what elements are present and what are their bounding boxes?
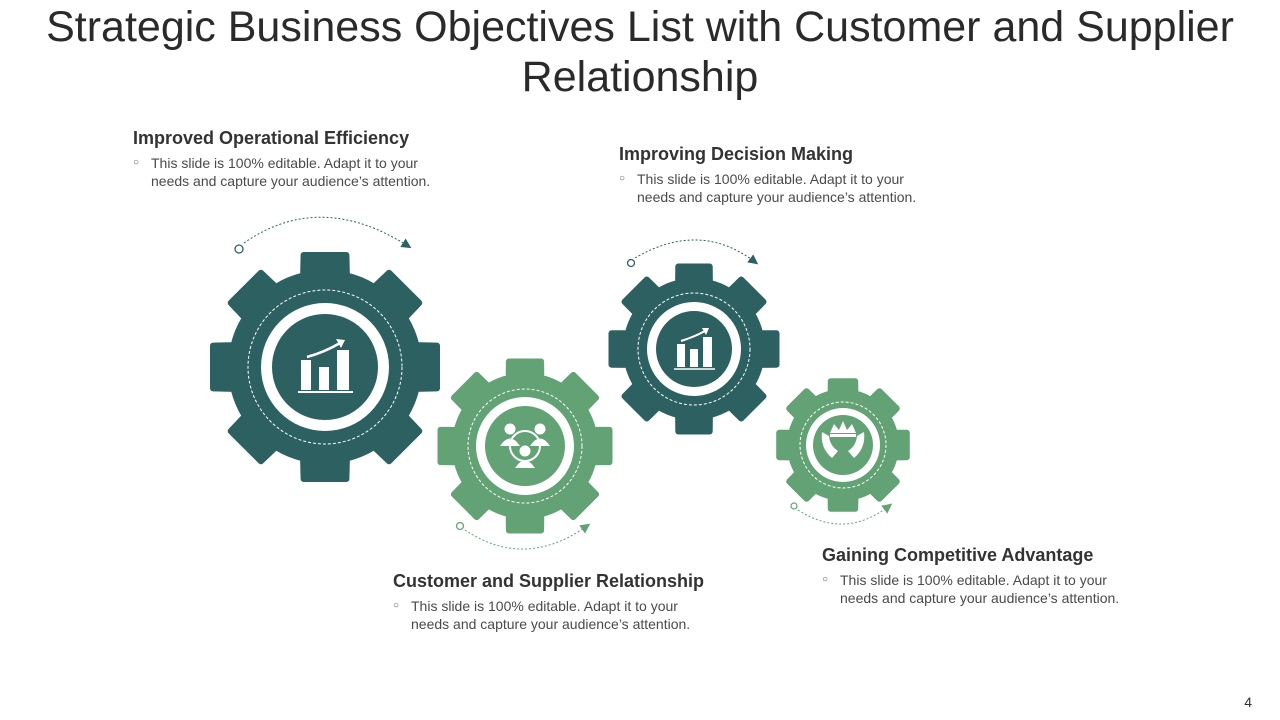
objective-block-2: Customer and Supplier Relationship ○ This… [393,570,711,633]
bullet-icon: ○ [393,600,400,611]
gear-icon [210,252,440,482]
rotation-arrow [234,216,412,254]
bar-chart-growth-icon [298,339,353,393]
hands-crown-icon [821,421,865,458]
gear-icon [437,358,613,534]
objective-heading: Customer and Supplier Relationship [393,571,705,591]
slide-title: Strategic Business Objectives List with … [46,3,1234,101]
people-network-icon [500,423,550,468]
objective-text: This slide is 100% editable. Adapt it to… [840,572,1120,606]
rotation-arrow [790,502,893,525]
gear-icon [608,263,780,435]
objective-block-4: Gaining Competitive Advantage ○ This slid… [822,544,1140,607]
objective-text: This slide is 100% editable. Adapt it to… [151,155,431,189]
rotation-arrow [626,239,759,268]
objective-text: This slide is 100% editable. Adapt it to… [411,598,691,632]
objective-text: This slide is 100% editable. Adapt it to… [637,171,917,205]
bullet-icon: ○ [822,574,829,585]
objective-heading: Improved Operational Efficiency [133,128,410,148]
bullet-icon: ○ [619,173,626,184]
objective-heading: Improving Decision Making [619,144,854,164]
objective-heading: Gaining Competitive Advantage [822,545,1094,565]
objective-block-3: Improving Decision Making ○ This slide is… [619,143,937,206]
gear-icon [776,378,910,512]
bullet-icon: ○ [133,157,140,168]
rotation-arrow [455,521,591,550]
objective-block-1: Improved Operational Efficiency ○ This sl… [133,127,451,190]
bar-chart-growth-icon [674,328,715,370]
page-number: 4 [1244,694,1252,710]
